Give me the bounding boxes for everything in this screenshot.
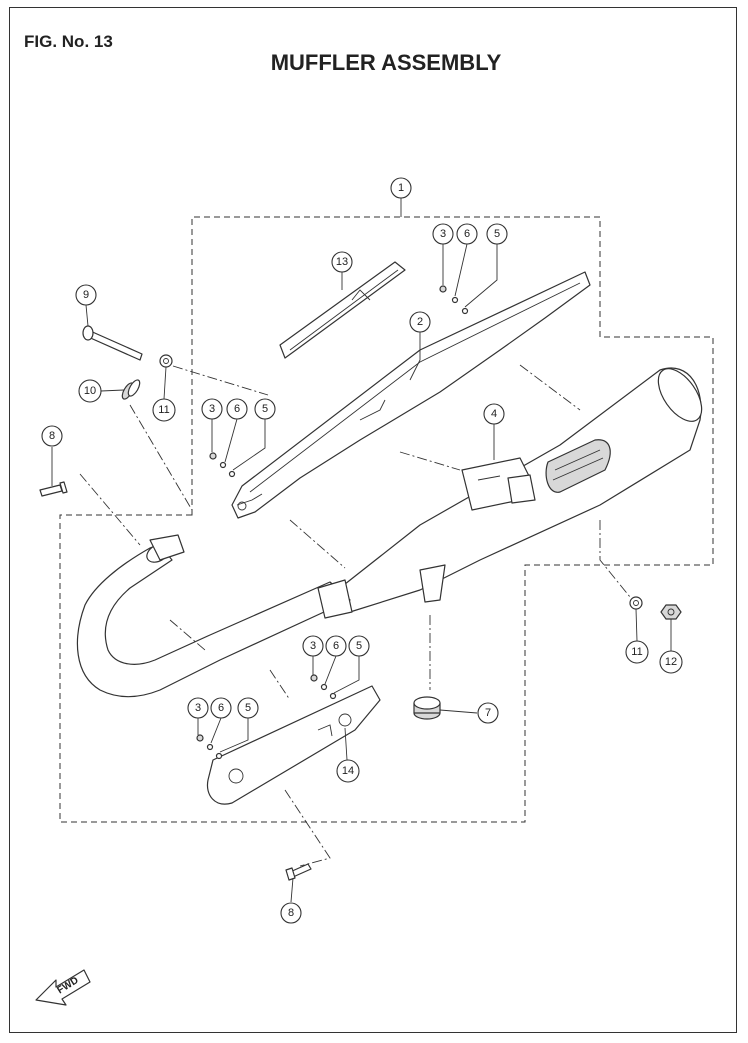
- callout-5-lower-right: 5: [348, 635, 370, 657]
- callout-6-top: 6: [456, 223, 478, 245]
- fasteners-mid: [209, 452, 236, 478]
- callout-8-upper: 8: [41, 425, 63, 447]
- callout-11-right: 11: [625, 640, 649, 664]
- svg-text:6: 6: [333, 640, 339, 652]
- svg-text:5: 5: [245, 702, 251, 714]
- svg-text:3: 3: [209, 403, 215, 415]
- rubber-damper: [413, 696, 441, 720]
- gasket: [121, 379, 141, 400]
- callout-3-top: 3: [432, 223, 454, 245]
- svg-text:4: 4: [491, 408, 497, 420]
- nut: [660, 604, 682, 620]
- fasteners-lower-right: [310, 674, 337, 700]
- svg-text:6: 6: [234, 403, 240, 415]
- stud-bolt: [82, 325, 143, 361]
- svg-text:5: 5: [262, 403, 268, 415]
- heat-shield-cover: [279, 261, 406, 359]
- callout-3-lower-right: 3: [302, 635, 324, 657]
- callout-11-left: 11: [152, 398, 176, 422]
- callout-13: 13: [331, 251, 353, 273]
- callout-6-lower-left: 6: [210, 697, 232, 719]
- bolt-lower: [285, 863, 312, 881]
- callout-6-lower-right: 6: [325, 635, 347, 657]
- callout-5-top: 5: [486, 223, 508, 245]
- muffler-body: [339, 367, 703, 613]
- svg-text:11: 11: [158, 404, 169, 416]
- svg-text:3: 3: [310, 640, 316, 652]
- heat-shield-lower: [206, 685, 381, 805]
- svg-text:1: 1: [398, 182, 404, 194]
- fasteners-top: [439, 285, 469, 315]
- svg-text:2: 2: [417, 316, 423, 328]
- washer-right: [629, 596, 643, 610]
- callout-9: 9: [75, 284, 97, 306]
- callout-7: 7: [477, 702, 499, 724]
- callout-5-mid: 5: [254, 398, 276, 420]
- washer-left: [159, 354, 173, 368]
- svg-text:14: 14: [342, 765, 354, 777]
- bolt-upper: [39, 481, 68, 497]
- figure-frame: [9, 7, 737, 1033]
- callout-6-mid: 6: [226, 398, 248, 420]
- figure-number: FIG. No. 13: [24, 32, 113, 51]
- svg-text:8: 8: [49, 430, 55, 442]
- fwd-arrow-icon: FWD: [35, 969, 91, 1006]
- exhaust-pipe: [76, 534, 446, 698]
- svg-text:5: 5: [356, 640, 362, 652]
- callout-14: 14: [336, 759, 360, 783]
- svg-text:7: 7: [485, 707, 491, 719]
- svg-text:3: 3: [440, 228, 446, 240]
- assembly-boundary: [59, 216, 714, 823]
- callout-5-lower-left: 5: [237, 697, 259, 719]
- callout-2: 2: [409, 311, 431, 333]
- svg-text:5: 5: [494, 228, 500, 240]
- svg-text:9: 9: [83, 289, 89, 301]
- svg-text:13: 13: [336, 256, 348, 268]
- svg-text:11: 11: [631, 646, 642, 658]
- callout-3-lower-left: 3: [187, 697, 209, 719]
- svg-text:12: 12: [665, 656, 677, 668]
- svg-text:6: 6: [218, 702, 224, 714]
- svg-text:3: 3: [195, 702, 201, 714]
- callout-12: 12: [659, 650, 683, 674]
- svg-text:10: 10: [84, 385, 96, 397]
- svg-text:6: 6: [464, 228, 470, 240]
- callout-8-lower: 8: [280, 902, 302, 924]
- figure-title: MUFFLER ASSEMBLY: [270, 50, 502, 75]
- callout-1: 1: [390, 177, 412, 199]
- svg-text:8: 8: [288, 907, 294, 919]
- callout-10: 10: [78, 379, 102, 403]
- fasteners-lower-left: [196, 734, 223, 760]
- callout-4: 4: [483, 403, 505, 425]
- callout-3-mid: 3: [201, 398, 223, 420]
